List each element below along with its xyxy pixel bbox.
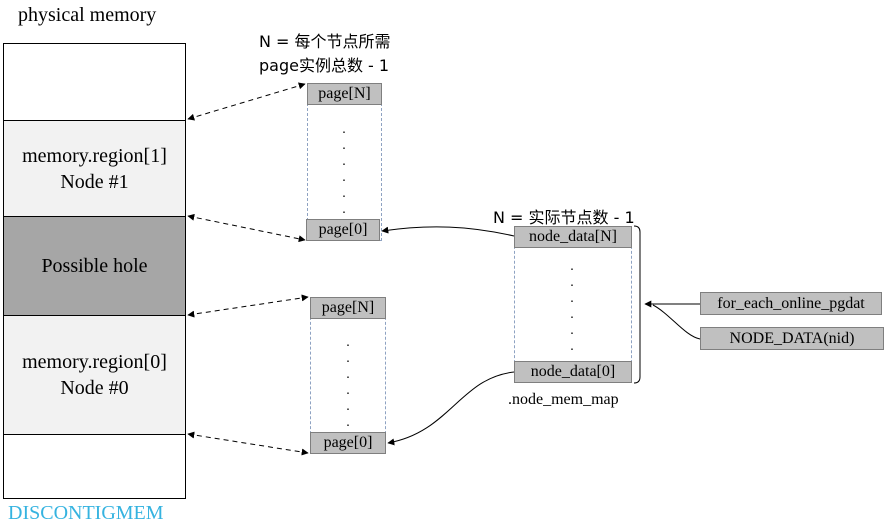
page-count-note-line1: N = 每个节点所需 xyxy=(259,32,391,51)
ellipsis-dot: . xyxy=(570,275,574,290)
node-data-0: node_data[0] xyxy=(514,361,632,383)
discontigmem-label: DISCONTIGMEM xyxy=(8,502,164,524)
node-mem-map-label: .node_mem_map xyxy=(508,391,619,408)
memory-region-0-node: Node #0 xyxy=(60,377,129,399)
node-data-macro-box: NODE_DATA(nid) xyxy=(700,327,884,350)
lower-page-ellipsis: ...... xyxy=(343,335,353,431)
upper-page-ellipsis: ...... xyxy=(339,122,349,218)
memory-region-1-label: memory.region[1] xyxy=(22,144,167,167)
diagram-title: physical memory xyxy=(18,4,157,26)
arrow-node-0-to-page0 xyxy=(387,371,515,446)
ellipsis-dot: . xyxy=(342,186,346,201)
ellipsis-dot: . xyxy=(346,351,350,366)
arrow-region1-bottom xyxy=(187,213,306,243)
arrow-region0-top xyxy=(187,294,309,318)
page-count-note-line2: page实例总数 - 1 xyxy=(259,56,390,75)
ellipsis-dot: . xyxy=(570,291,574,306)
ellipsis-dot: . xyxy=(342,122,346,137)
ellipsis-dot: . xyxy=(570,259,574,274)
ellipsis-dot: . xyxy=(346,415,350,430)
node-data-ellipsis: ...... xyxy=(567,259,577,355)
ellipsis-dot: . xyxy=(346,367,350,382)
for-each-online-pgdat-box: for_each_online_pgdat xyxy=(700,292,882,315)
ellipsis-dot: . xyxy=(342,202,346,217)
ellipsis-dot: . xyxy=(346,335,350,350)
memory-region-1-node: Node #1 xyxy=(60,170,129,193)
ellipsis-dot: . xyxy=(346,383,350,398)
memory-bottom-empty xyxy=(3,434,186,499)
possible-hole-label: Possible hole xyxy=(41,255,148,277)
memory-region-0: memory.region[0] Node #0 xyxy=(3,315,186,435)
memory-region-0-label: memory.region[0] xyxy=(22,351,167,373)
upper-page-0: page[0] xyxy=(306,219,380,241)
upper-page-n: page[N] xyxy=(307,83,382,105)
arrow-region1-top xyxy=(187,82,306,121)
ellipsis-dot: . xyxy=(346,399,350,414)
node-count-note: N = 实际节点数 - 1 xyxy=(493,208,635,227)
node-data-n: node_data[N] xyxy=(514,226,632,248)
ellipsis-dot: . xyxy=(570,339,574,354)
arrow-region0-bottom xyxy=(187,431,309,456)
node-data-bracket xyxy=(633,225,641,384)
lower-page-0: page[0] xyxy=(310,432,386,454)
ellipsis-dot: . xyxy=(342,154,346,169)
ellipsis-dot: . xyxy=(570,307,574,322)
ellipsis-dot: . xyxy=(570,323,574,338)
lower-page-n: page[N] xyxy=(310,297,386,319)
arrow-node-n-to-page0 xyxy=(381,226,515,237)
memory-region-1: memory.region[1] Node #1 xyxy=(3,120,186,217)
ellipsis-dot: . xyxy=(342,170,346,185)
arrow-nodedata-macro-to-bracket xyxy=(652,304,701,340)
ellipsis-dot: . xyxy=(342,138,346,153)
